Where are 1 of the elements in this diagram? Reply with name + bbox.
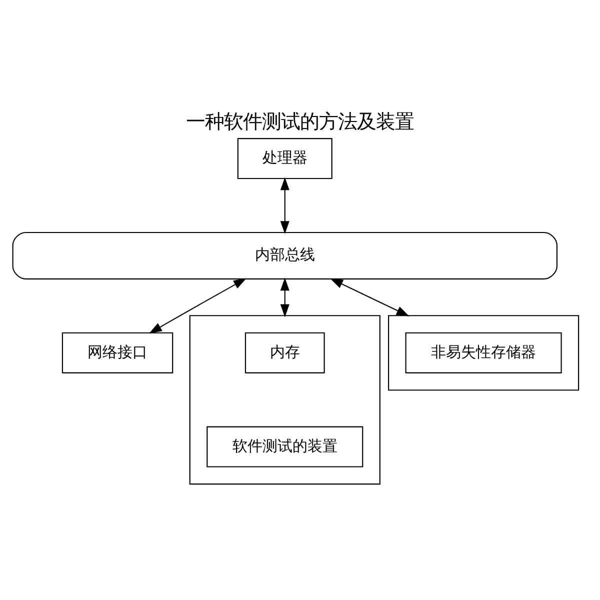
diagram-title: 一种软件测试的方法及装置 bbox=[186, 110, 414, 133]
